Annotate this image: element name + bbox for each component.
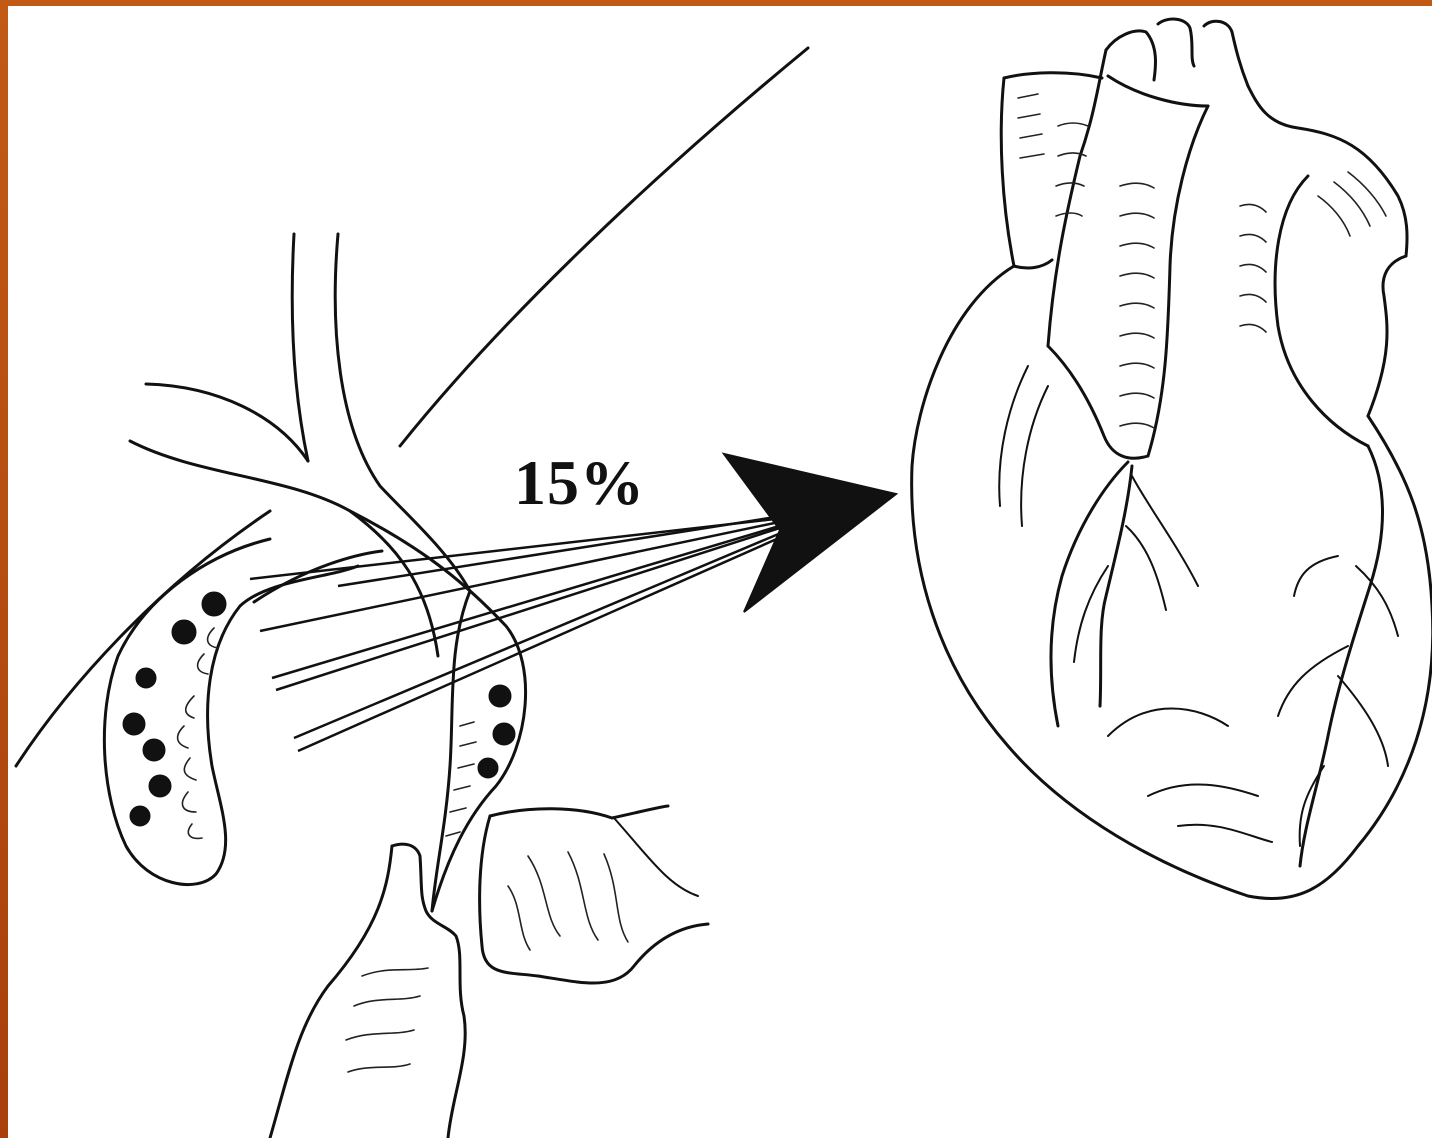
- heart-icon: [912, 19, 1432, 898]
- liver-edge: [400, 48, 808, 446]
- radiating-lines: [250, 516, 788, 751]
- percentage-label: 15%: [514, 446, 645, 520]
- hepatic-ducts: [130, 234, 470, 656]
- gallstone-icon: [123, 592, 515, 826]
- arrow-icon: [724, 454, 896, 612]
- illustration: [8, 6, 1432, 1138]
- diagram-canvas: 15%: [8, 6, 1432, 1138]
- duodenum: [270, 806, 708, 1138]
- gallbladder: [104, 539, 382, 885]
